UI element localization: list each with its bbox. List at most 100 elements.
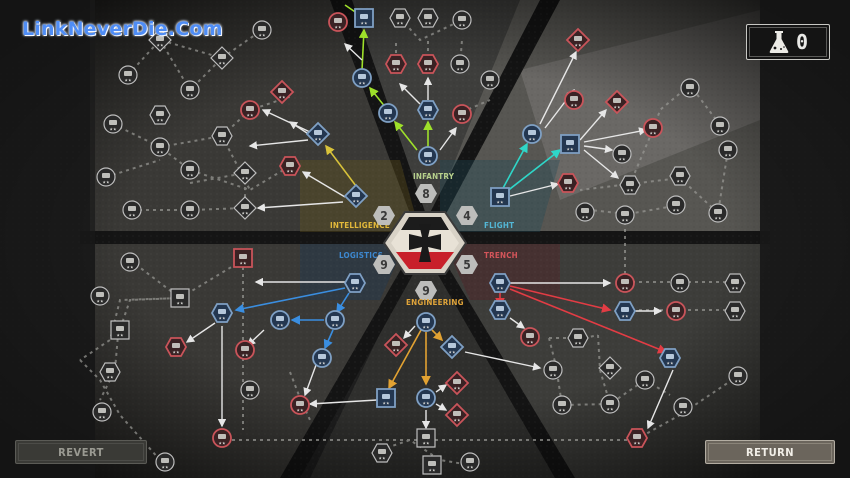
- tech-node-icon: [128, 206, 136, 211]
- tech-node-icon: [258, 26, 266, 31]
- star-rating-icon: ★★: [422, 441, 430, 446]
- star-rating-icon: ★★: [358, 81, 366, 86]
- tech-node-icon: [334, 18, 342, 23]
- research-points-panel: 0: [746, 24, 830, 60]
- star-rating-icon: ★★: [558, 408, 566, 413]
- tech-node-icon: [241, 169, 249, 174]
- tech-node-icon: [161, 458, 169, 463]
- star-rating-icon: ★★: [351, 286, 359, 291]
- star-rating-icon: ★★: [396, 21, 404, 26]
- tech-node-icon: [116, 326, 124, 331]
- star-rating-icon: ★★: [458, 117, 466, 122]
- star-rating-icon: ★★: [676, 286, 684, 291]
- tech-node-icon: [276, 316, 284, 321]
- tech-node-icon: [626, 181, 634, 186]
- tech-node-icon: [448, 343, 456, 348]
- star-rating-icon: ★★: [124, 78, 132, 83]
- tech-node-icon: [318, 354, 326, 359]
- star-rating-icon: ★★: [641, 383, 649, 388]
- star-rating-icon: ★★: [109, 127, 117, 132]
- star-rating-icon: ★★: [618, 157, 626, 162]
- tech-node-icon: [714, 209, 722, 214]
- star-rating-icon: ★★: [218, 139, 226, 144]
- star-rating-icon: ★★: [672, 314, 680, 319]
- tech-node-icon: [246, 106, 254, 111]
- star-rating-icon: ★★: [724, 153, 732, 158]
- star-rating-icon: ★★: [666, 361, 674, 366]
- star-rating-icon: ★★: [496, 286, 504, 291]
- category-count-trench: 5: [456, 255, 478, 274]
- tech-node-icon: [246, 386, 254, 391]
- star-rating-icon: ★★: [296, 408, 304, 413]
- tech-node-icon: [731, 279, 739, 284]
- star-rating-icon: ★★: [278, 95, 286, 100]
- star-rating-icon: ★★: [424, 21, 432, 26]
- star-rating-icon: ★★: [318, 361, 326, 366]
- star-rating-icon: ★★: [626, 188, 634, 193]
- central-emblem: [382, 211, 468, 275]
- tech-node-icon: [716, 122, 724, 127]
- tech-node-icon: [679, 403, 687, 408]
- tech-node-icon: [278, 88, 286, 93]
- tech-node-icon: [422, 394, 430, 399]
- star-rating-icon: ★★: [102, 180, 110, 185]
- revert-button[interactable]: REVERT: [15, 440, 147, 464]
- tech-node-icon: [496, 193, 504, 198]
- star-rating-icon: ★★: [246, 393, 254, 398]
- star-rating-icon: ★★: [378, 456, 386, 461]
- tech-node-icon: [218, 132, 226, 137]
- tech-node-icon: [564, 179, 572, 184]
- tech-node-icon: [606, 400, 614, 405]
- star-rating-icon: ★★: [424, 67, 432, 72]
- tech-node-icon: [613, 98, 621, 103]
- star-rating-icon: ★★: [246, 113, 254, 118]
- star-rating-icon: ★★: [156, 150, 164, 155]
- tech-node-icon: [428, 461, 436, 466]
- return-button[interactable]: RETURN: [705, 440, 835, 464]
- star-rating-icon: ★★: [458, 23, 466, 28]
- star-rating-icon: ★★: [352, 199, 360, 204]
- star-rating-icon: ★★: [392, 348, 400, 353]
- star-rating-icon: ★★: [528, 137, 536, 142]
- star-rating-icon: ★★: [649, 131, 657, 136]
- star-rating-icon: ★★: [98, 415, 106, 420]
- tech-node-icon: [392, 341, 400, 346]
- star-rating-icon: ★★: [731, 314, 739, 319]
- tech-node-icon: [526, 333, 534, 338]
- star-rating-icon: ★★: [496, 200, 504, 205]
- star-rating-icon: ★★: [633, 441, 641, 446]
- tech-node-icon: [621, 211, 629, 216]
- star-rating-icon: ★★: [422, 325, 430, 330]
- category-label-flight: FLIGHT: [484, 221, 515, 230]
- tech-node-icon: [574, 36, 582, 41]
- category-count-intelligence: 2: [373, 206, 395, 225]
- star-rating-icon: ★★: [241, 353, 249, 358]
- star-rating-icon: ★★: [570, 103, 578, 108]
- star-rating-icon: ★★: [564, 186, 572, 191]
- research-points-value: 0: [795, 30, 809, 54]
- star-rating-icon: ★★: [621, 218, 629, 223]
- tech-node-icon: [558, 401, 566, 406]
- star-rating-icon: ★★: [734, 379, 742, 384]
- tech-node-icon: [239, 254, 247, 259]
- star-rating-icon: ★★: [453, 386, 461, 391]
- category-count-engineering: 9: [415, 281, 437, 300]
- category-label-engineering: ENGINEERING: [406, 298, 464, 307]
- star-rating-icon: ★★: [456, 67, 464, 72]
- tech-node-icon: [676, 172, 684, 177]
- star-rating-icon: ★★: [613, 105, 621, 110]
- tech-node-icon: [641, 376, 649, 381]
- tech-node-icon: [621, 307, 629, 312]
- star-rating-icon: ★★: [466, 465, 474, 470]
- tech-nodes: ★★ ★★ ★★ ★★ ★★ ★★ ★★ ★★ ★★ ★★ ★★ ★★ ★★ ★★ ★★ ★★ ★★ ★★ ★★ ★★…: [90, 8, 748, 475]
- tech-node-icon: [458, 110, 466, 115]
- tech-node-icon: [314, 130, 322, 135]
- star-rating-icon: ★★: [453, 418, 461, 423]
- flight-links: [501, 142, 562, 193]
- flask-icon: [769, 31, 789, 53]
- intelligence-links: [325, 144, 357, 187]
- star-rating-icon: ★★: [241, 176, 249, 181]
- star-rating-icon: ★★: [258, 33, 266, 38]
- star-rating-icon: ★★: [186, 173, 194, 178]
- star-rating-icon: ★★: [621, 314, 629, 319]
